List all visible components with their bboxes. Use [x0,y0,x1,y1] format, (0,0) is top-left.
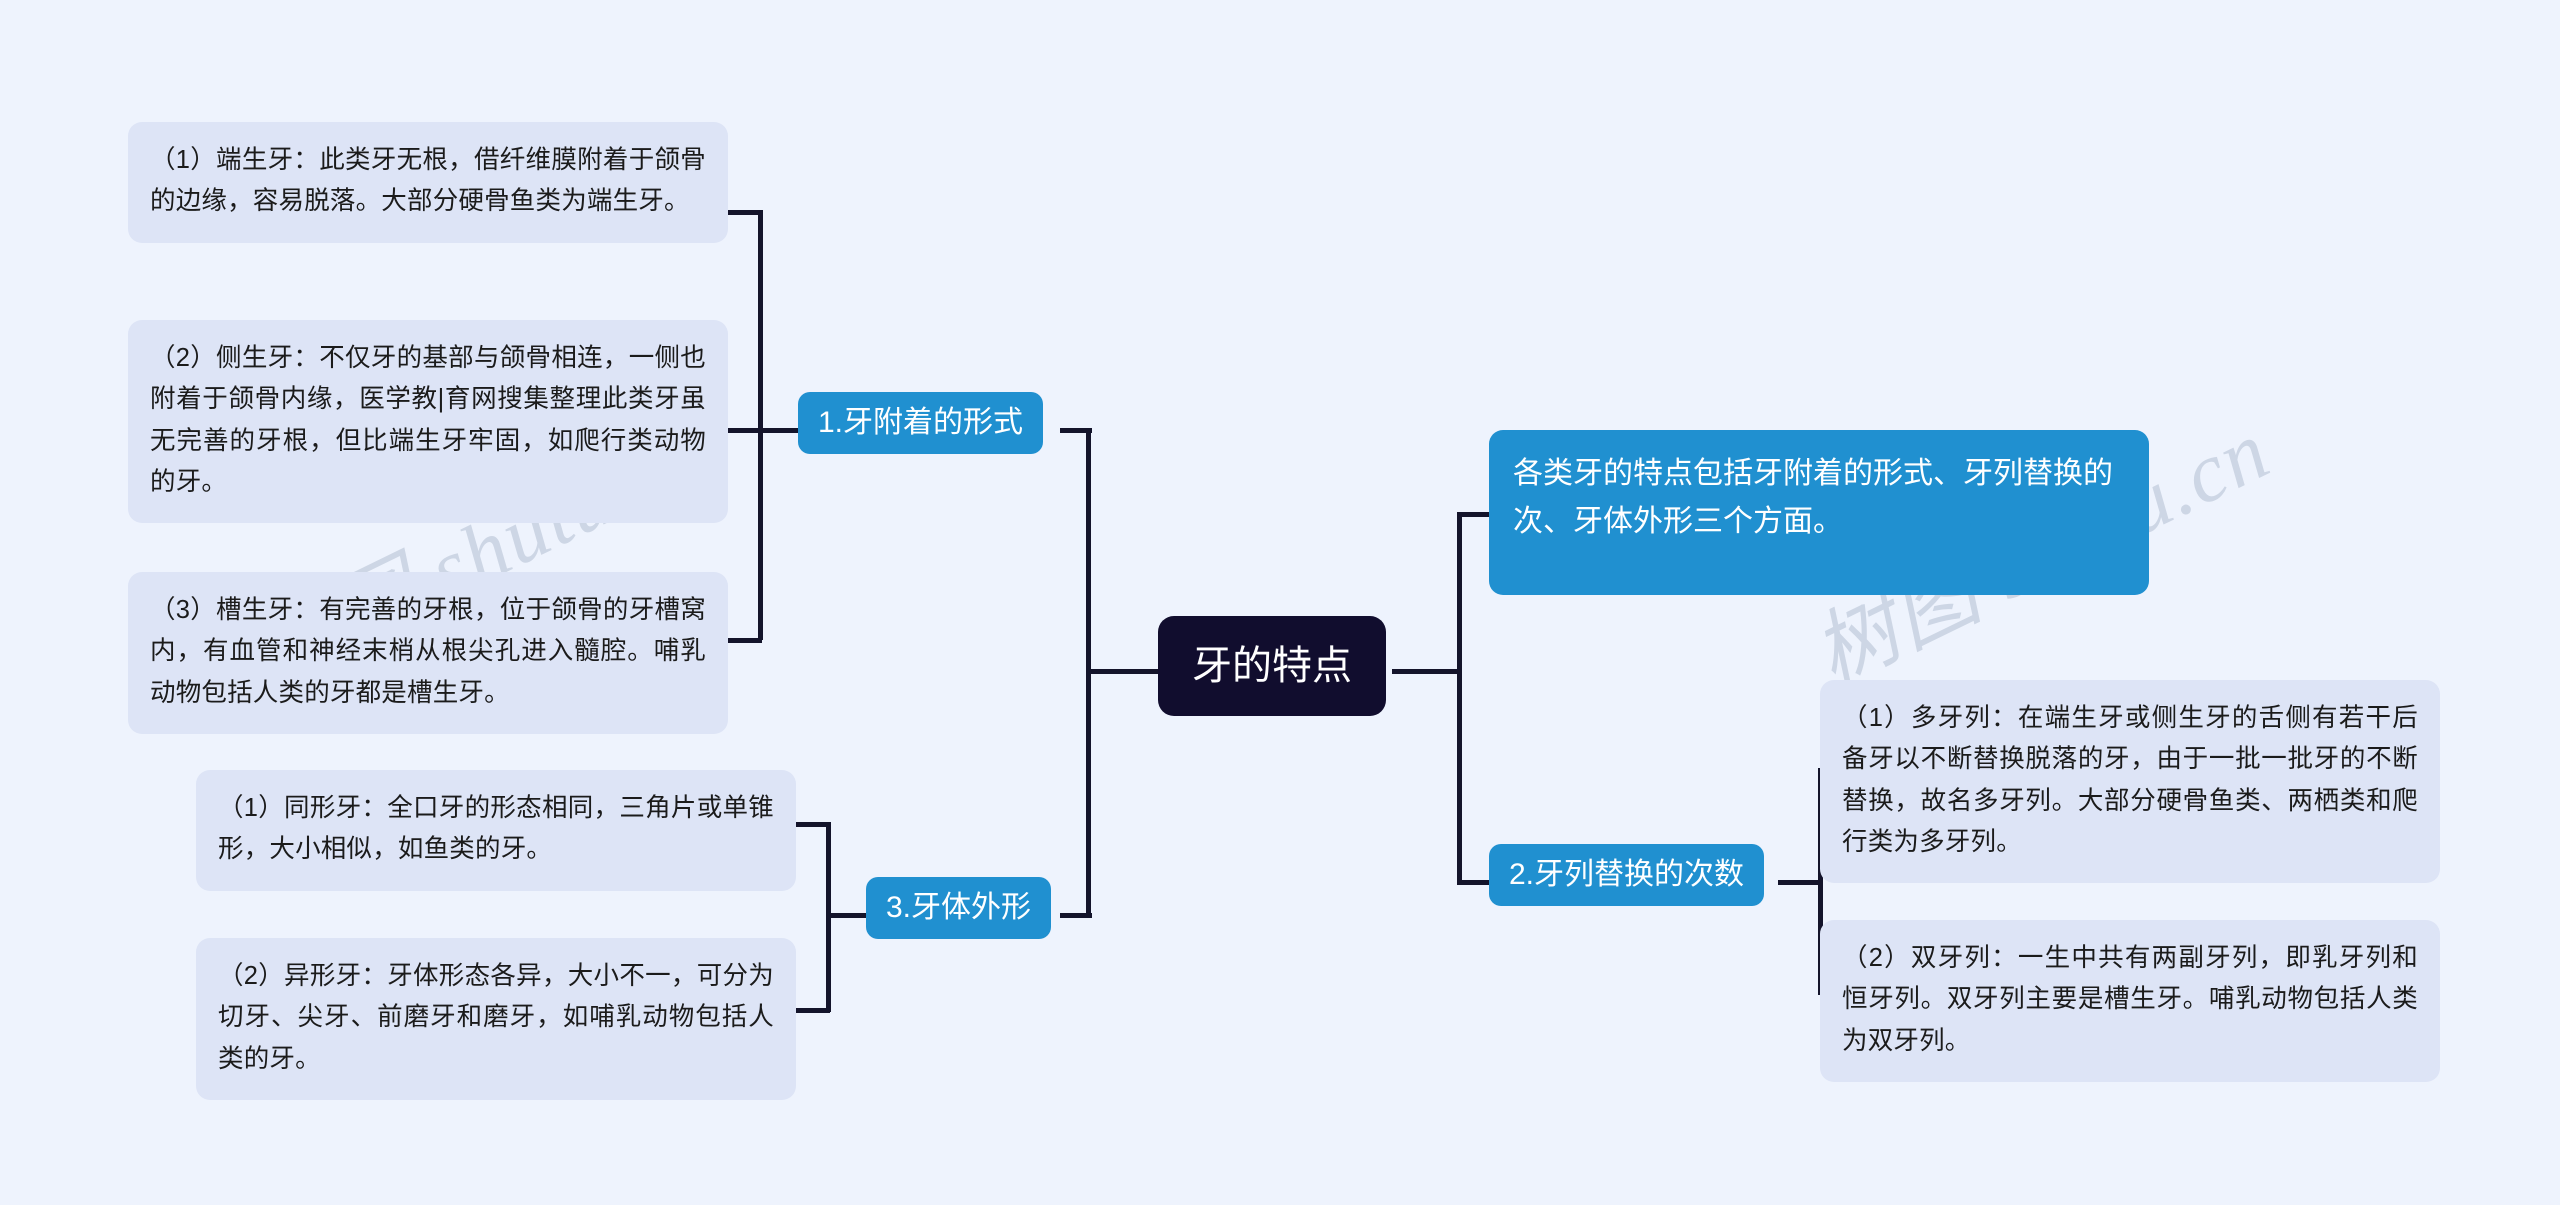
leaf-text-3-1: （1）同形牙：全口牙的形态相同，三角片或单锥形，大小相似，如鱼类的牙。 [218,794,774,864]
connector-leaf32 [794,1008,830,1013]
summary-label: 各类牙的特点包括牙附着的形式、牙列替换的次、牙体外形三个方面。 [1513,457,2113,538]
leaf-node-1-2[interactable]: （2）侧生牙：不仅牙的基部与颌骨相连，一侧也附着于颌骨内缘，医学教|育网搜集整理… [128,320,728,524]
connector-left-spine [1086,428,1091,918]
branch-label-3: 3.牙体外形 [886,891,1032,924]
connector-root-left [1086,669,1158,674]
leaf-node-3-1[interactable]: （1）同形牙：全口牙的形态相同，三角片或单锥形，大小相似，如鱼类的牙。 [196,770,796,891]
connector-leaf13 [726,638,762,643]
leaf-text-2-2: （2）双牙列：一生中共有两副牙列，即乳牙列和恒牙列。双牙列主要是槽生牙。哺乳动物… [1842,944,2418,1055]
branch-label-1: 1.牙附着的形式 [818,406,1024,439]
root-label: 牙的特点 [1192,644,1352,688]
connector-branch2-out [1778,880,1818,885]
connector-branch3-children-spine [826,822,831,1012]
branch-node-2[interactable]: 2.牙列替换的次数 [1489,844,1765,906]
connector-summary-in [1457,512,1489,517]
leaf-node-1-1[interactable]: （1）端生牙：此类牙无根，借纤维膜附着于颌骨的边缘，容易脱落。大部分硬骨鱼类为端… [128,122,728,243]
connector-leaf11 [726,210,762,215]
summary-node[interactable]: 各类牙的特点包括牙附着的形式、牙列替换的次、牙体外形三个方面。 [1489,430,2149,595]
leaf-node-2-1[interactable]: （1）多牙列：在端生牙或侧生牙的舌侧有若干后备牙以不断替换脱落的牙，由于一批一批… [1820,680,2440,884]
leaf-text-3-2: （2）异形牙：牙体形态各异，大小不一，可分为切牙、尖牙、前磨牙和磨牙，如哺乳动物… [218,962,774,1073]
leaf-node-3-2[interactable]: （2）异形牙：牙体形态各异，大小不一，可分为切牙、尖牙、前磨牙和磨牙，如哺乳动物… [196,938,796,1100]
leaf-text-1-2: （2）侧生牙：不仅牙的基部与颌骨相连，一侧也附着于颌骨内缘，医学教|育网搜集整理… [150,344,706,496]
leaf-text-2-1: （1）多牙列：在端生牙或侧生牙的舌侧有若干后备牙以不断替换脱落的牙，由于一批一批… [1842,704,2418,856]
connector-branch3-in [1060,913,1092,918]
root-node[interactable]: 牙的特点 [1158,616,1386,716]
leaf-node-1-3[interactable]: （3）槽生牙：有完善的牙根，位于颌骨的牙槽窝内，有血管和神经末梢从根尖孔进入髓腔… [128,572,728,734]
connector-branch1-children-spine [758,210,763,640]
connector-leaf12 [726,428,762,433]
connector-leaf31 [794,822,830,827]
connector-branch2-children-spine [1818,768,1823,990]
branch-node-1[interactable]: 1.牙附着的形式 [798,392,1044,454]
connector-branch1-in [1060,428,1092,433]
branch-label-2: 2.牙列替换的次数 [1509,858,1745,891]
connector-branch3-out [826,913,866,918]
leaf-text-1-1: （1）端生牙：此类牙无根，借纤维膜附着于颌骨的边缘，容易脱落。大部分硬骨鱼类为端… [150,146,706,216]
leaf-text-1-3: （3）槽生牙：有完善的牙根，位于颌骨的牙槽窝内，有血管和神经末梢从根尖孔进入髓腔… [150,596,706,707]
leaf-node-2-2[interactable]: （2）双牙列：一生中共有两副牙列，即乳牙列和恒牙列。双牙列主要是槽生牙。哺乳动物… [1820,920,2440,1082]
connector-root-right [1392,669,1462,674]
connector-right-spine [1457,512,1462,880]
connector-branch1-out [758,428,798,433]
branch-node-3[interactable]: 3.牙体外形 [866,877,1052,939]
connector-branch2-in [1457,880,1489,885]
